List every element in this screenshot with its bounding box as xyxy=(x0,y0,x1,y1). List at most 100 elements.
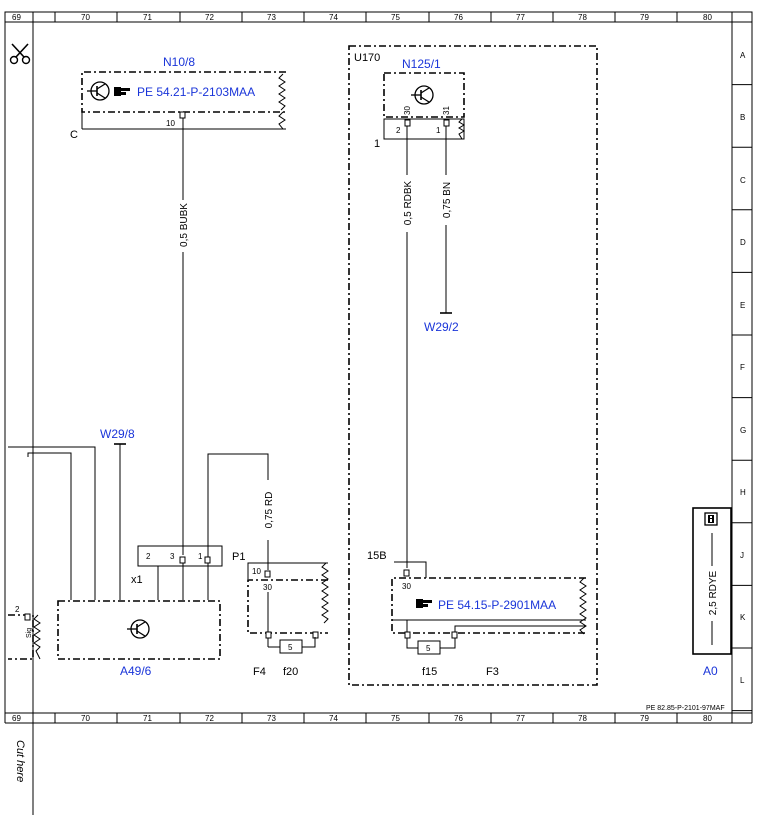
f3-label: F3 xyxy=(486,666,499,678)
doc-code: PE 82.85-P-2101-97MAF xyxy=(646,705,725,712)
info-icon xyxy=(704,512,718,526)
x1-pin-3: 3 xyxy=(170,552,175,561)
p1-label: P1 xyxy=(232,551,245,563)
col-label: 69 xyxy=(12,13,21,22)
row-label: G xyxy=(740,426,746,435)
col-label: 72 xyxy=(205,13,214,22)
row-label: F xyxy=(740,363,745,372)
f4-cut-edge xyxy=(321,562,329,624)
f3-fuse-right xyxy=(440,625,585,649)
scissors-icon xyxy=(9,43,31,65)
column-ticks xyxy=(4,12,733,723)
n125-1-pin-30: 30 xyxy=(403,106,412,115)
x1-label: x1 xyxy=(131,574,143,586)
cut-here-label: Cut here xyxy=(14,740,26,782)
n125-1-box xyxy=(383,72,465,118)
a49-6-box xyxy=(57,600,221,660)
row-label: E xyxy=(740,301,745,310)
col-label: 76 xyxy=(454,714,463,723)
col-label: 74 xyxy=(329,13,338,22)
n10-8-lower-cut xyxy=(278,111,286,130)
p1-pin-30: 30 xyxy=(263,583,272,592)
f3-connector-b xyxy=(451,631,458,639)
col-label: 77 xyxy=(516,13,525,22)
rd-wire-upper xyxy=(207,453,269,557)
f3-fuse-left xyxy=(406,620,418,649)
n10-8-pin-connector xyxy=(179,111,186,119)
row-label: D xyxy=(740,238,746,247)
f3-fuse-number: 5 xyxy=(426,644,431,653)
x1-contact-3 xyxy=(179,556,186,564)
n10-8-label: N10/8 xyxy=(163,55,195,69)
f3-pin-30: 30 xyxy=(402,582,411,591)
a0-wire-label: 2,5 RDYE xyxy=(708,570,719,615)
x1-pin-1: 1 xyxy=(198,552,203,561)
n10-8-pin-label: 10 xyxy=(166,119,175,128)
f4-fuse-right xyxy=(302,637,316,648)
n125-1-pin-31: 31 xyxy=(442,106,451,115)
n125-1-node-label: 1 xyxy=(374,138,380,150)
col-label: 74 xyxy=(329,714,338,723)
f3-connector-a xyxy=(404,631,411,639)
col-label: 78 xyxy=(578,13,587,22)
a0-label: A0 xyxy=(703,664,718,678)
left-partial-box xyxy=(8,614,34,660)
sheet-frame xyxy=(4,11,753,714)
f3-box xyxy=(391,577,586,634)
hand-pointer-icon xyxy=(416,599,432,608)
transistor-icon xyxy=(411,85,434,105)
col-label: 73 xyxy=(267,13,276,22)
n125-1-label: N125/1 xyxy=(402,57,441,71)
f3-top-line xyxy=(394,561,427,578)
f3-cut-edge xyxy=(579,577,587,635)
col-label: 80 xyxy=(703,714,712,723)
col-label: 80 xyxy=(703,13,712,22)
transistor-icon xyxy=(127,619,150,639)
col-label: 70 xyxy=(81,714,90,723)
col-label: 77 xyxy=(516,714,525,723)
u170-box xyxy=(348,45,598,686)
n125-1-cut-edge xyxy=(458,118,465,140)
col-label: 79 xyxy=(640,714,649,723)
left-wire-inner xyxy=(27,452,72,600)
w29-2-label: W29/2 xyxy=(424,320,459,334)
n10-8-doc-link[interactable]: PE 54.21-P-2103MAA xyxy=(137,85,255,99)
left-partial-cut xyxy=(33,614,41,660)
row-label: C xyxy=(740,176,746,185)
f3-connector-top xyxy=(403,569,410,577)
n125-1-terminal-block xyxy=(383,118,465,140)
n125-1-connector-a xyxy=(404,119,411,127)
p1-connector xyxy=(264,570,271,578)
row-label: B xyxy=(740,113,745,122)
col-label: 78 xyxy=(578,714,587,723)
col-label: 75 xyxy=(391,714,400,723)
a0-box xyxy=(692,507,732,655)
hand-pointer-icon xyxy=(114,87,130,96)
u170-label: U170 xyxy=(354,52,380,64)
left-wire-upper xyxy=(8,446,96,600)
f3-doc-link[interactable]: PE 54.15-P-2901MAA xyxy=(438,598,556,612)
f4-fuse-number: 5 xyxy=(288,643,293,652)
row-ticks xyxy=(732,21,752,712)
col-label: 71 xyxy=(143,13,152,22)
row-label: A xyxy=(740,51,746,60)
rdbk-wire-label: 0,5 RDBK xyxy=(403,180,414,225)
f4-box xyxy=(247,579,328,634)
node-15b-label: 15B xyxy=(367,550,387,562)
transistor-icon xyxy=(87,81,110,101)
col-label: 70 xyxy=(81,13,90,22)
a49-6-pin-2: 2 xyxy=(15,605,20,614)
col-label: 75 xyxy=(391,13,400,22)
col-label: 69 xyxy=(12,714,21,723)
row-label: K xyxy=(740,613,746,622)
f4-connector-a xyxy=(265,631,272,639)
left-partial-connector xyxy=(24,613,31,621)
n125-1-term-2: 2 xyxy=(396,126,401,135)
a49-6-label: A49/6 xyxy=(120,664,152,678)
row-label: J xyxy=(740,551,744,560)
x1-contact-1 xyxy=(204,556,211,564)
row-labels: A B C D E F G H J K L xyxy=(740,51,746,685)
bubk-wire-label: 0,5 BUBK xyxy=(179,203,190,247)
x1-pin-2: 2 xyxy=(146,552,151,561)
